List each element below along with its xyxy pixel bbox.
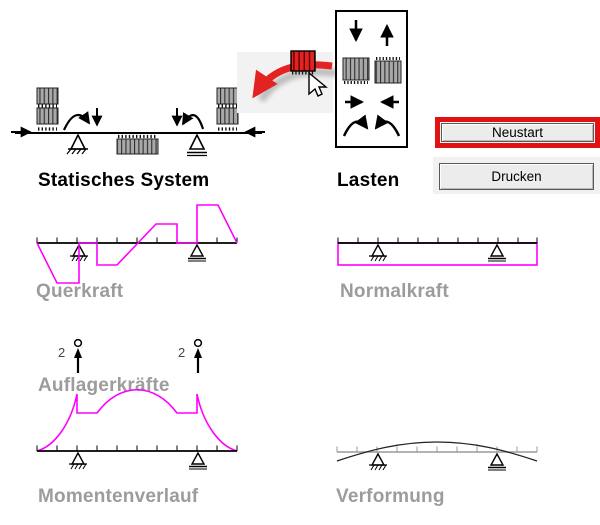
reaction-arrow-right	[193, 338, 203, 373]
distributed-load-right-stack	[216, 87, 239, 131]
momentenverlauf-label: Momentenverlauf	[38, 486, 199, 507]
verformung-label: Verformung	[336, 486, 445, 507]
deflection-curve	[336, 441, 538, 462]
pinned-support	[69, 451, 87, 470]
dragged-load-symbol	[290, 50, 316, 75]
roller-support	[188, 243, 206, 262]
neustart-highlight-frame: Neustart	[435, 117, 600, 148]
moment-counterclockwise-icon[interactable]	[374, 114, 401, 137]
verformung-diagram	[336, 441, 538, 471]
roller-support	[488, 243, 506, 262]
shear-force-curve	[36, 204, 238, 284]
auflagerkraefte-diagram	[73, 338, 203, 373]
beam-ticks	[337, 237, 538, 243]
mouse-cursor-icon	[308, 71, 328, 97]
reaction-value-left: 2	[58, 345, 66, 360]
normal-force-curve	[337, 242, 538, 266]
beam-ticks	[336, 446, 538, 452]
moment-arrow-right	[182, 112, 205, 130]
pinned-support	[369, 243, 387, 262]
auflagerkraefte-label: Auflagerkräfte	[38, 375, 170, 396]
static-system-title: Statisches System	[38, 170, 210, 191]
normalkraft-diagram	[337, 237, 538, 266]
lasten-title: Lasten	[337, 170, 400, 191]
distributed-load-up-icon[interactable]	[374, 57, 402, 84]
roller-support	[488, 452, 506, 471]
roller-support	[187, 133, 207, 157]
moment-curve	[36, 389, 238, 452]
reaction-value-right: 2	[178, 345, 186, 360]
drag-hint-illustration	[237, 50, 336, 113]
momentenverlauf-diagram	[36, 389, 238, 470]
moment-clockwise-icon[interactable]	[342, 114, 369, 137]
distributed-load-down-icon[interactable]	[342, 57, 370, 84]
moment-arrow-left	[63, 111, 91, 131]
querkraft-label: Querkraft	[36, 281, 124, 302]
drucken-button-area: Drucken	[433, 157, 600, 194]
reaction-arrow-left	[73, 338, 83, 373]
pinned-support	[66, 133, 88, 155]
neustart-button[interactable]: Neustart	[441, 123, 594, 142]
beam-ticks	[36, 445, 238, 451]
normalkraft-label: Normalkraft	[340, 281, 449, 302]
pinned-support	[369, 452, 387, 471]
lasten-panel	[335, 10, 408, 148]
distributed-load-bottom	[116, 134, 159, 155]
querkraft-diagram	[36, 204, 238, 284]
distributed-load-left-stack	[36, 87, 59, 131]
drucken-button[interactable]: Drucken	[439, 163, 594, 190]
roller-support	[189, 451, 207, 470]
drag-arrow-red	[252, 61, 333, 99]
